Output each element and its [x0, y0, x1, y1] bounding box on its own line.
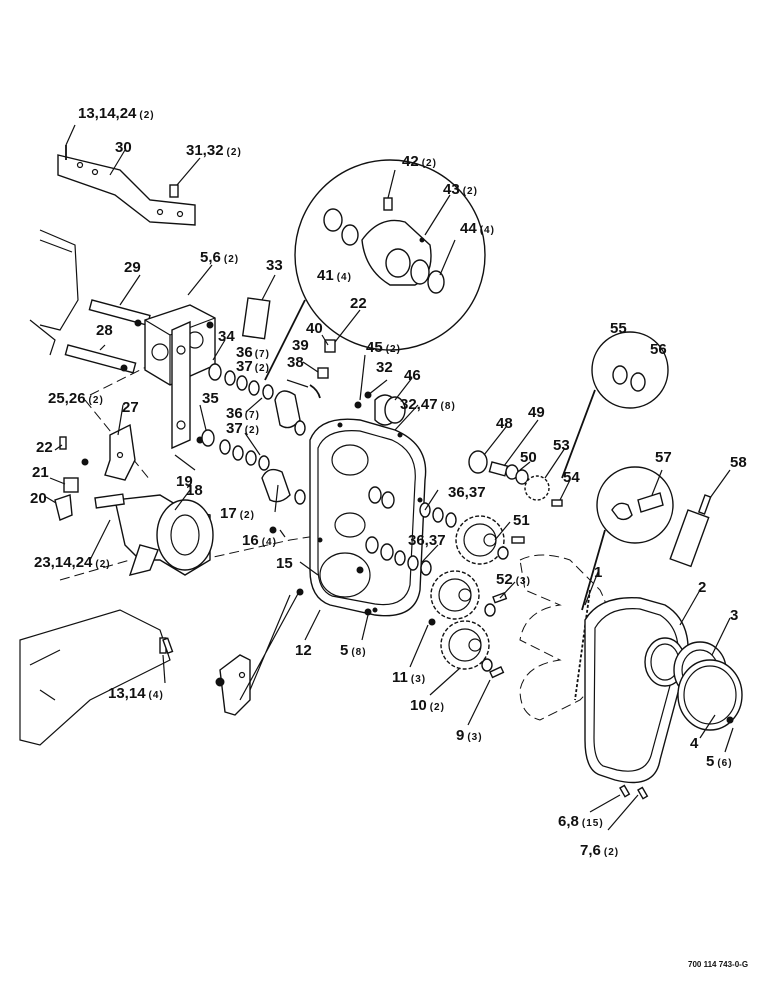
callout-7-6: 7,6(2) [580, 842, 619, 859]
drawing-number: 700 114 743-0-G [688, 960, 748, 969]
callout-55: 55 [610, 320, 627, 337]
callout-44: 44(4) [460, 220, 495, 237]
callout-18: 18 [186, 482, 203, 499]
callout-25-26: 25,26(2) [48, 390, 104, 407]
washer-stack-lower [201, 429, 306, 505]
callout-22-top: 22 [350, 295, 367, 312]
cover-2 [584, 596, 689, 784]
callout-23-14-24: 23,14,24(2) [34, 554, 111, 571]
bearing-3 [673, 641, 743, 731]
sprocket-53-group [468, 450, 563, 507]
chain-path [519, 554, 612, 721]
callout-15: 15 [276, 555, 293, 572]
callout-22-left: 22 [36, 439, 53, 456]
callout-53: 53 [553, 437, 570, 454]
sprocket-case-15 [309, 418, 427, 617]
callout-43: 43(2) [443, 181, 478, 198]
callout-17: 17(2) [220, 505, 255, 522]
callout-32: 32 [376, 359, 393, 376]
detail-circle-bearing [264, 159, 486, 381]
callout-45: 45(2) [366, 339, 401, 356]
callout-37-lower: 37(2) [226, 420, 260, 437]
callout-4: 4 [690, 735, 699, 752]
callout-13-14: 13,14(4) [108, 685, 164, 702]
bearing-housing [144, 297, 271, 450]
callout-27: 27 [122, 399, 139, 416]
shafts [64, 299, 151, 374]
washer-stack-upper [208, 363, 306, 436]
bracket-30 [57, 145, 196, 226]
bearing-45-46 [354, 391, 406, 426]
callout-2: 2 [698, 579, 706, 596]
callout-16: 16(4) [242, 532, 277, 549]
callout-49: 49 [528, 404, 545, 421]
callout-36-37-a: 36,37 [448, 484, 486, 501]
callout-38: 38 [287, 354, 304, 371]
callout-36-upper: 36(7) [236, 344, 270, 361]
callout-labels: 13,14,24(2) 30 31,32(2) 42(2) 43(2) 44(4… [30, 105, 748, 969]
callout-48: 48 [496, 415, 513, 432]
callout-28: 28 [96, 322, 113, 339]
callout-29: 29 [124, 259, 141, 276]
callout-56: 56 [650, 341, 667, 358]
detail-circle-57 [581, 466, 674, 611]
drawing-artwork [19, 124, 743, 831]
callout-5-6b: 5(6) [706, 753, 733, 770]
callout-32-47: 32,47(8) [400, 396, 456, 413]
callout-1: 1 [594, 564, 602, 581]
callout-39: 39 [292, 337, 309, 354]
callout-40: 40 [306, 320, 323, 337]
misc-bolts [162, 526, 364, 655]
callout-11: 11(3) [392, 669, 426, 686]
callout-46: 46 [404, 367, 421, 384]
callout-20: 20 [30, 490, 47, 507]
lower-linkage [159, 589, 301, 716]
callout-57: 57 [655, 449, 672, 466]
fittings-38-40 [309, 339, 336, 399]
callout-34: 34 [218, 328, 235, 345]
callout-31-32: 31,32(2) [186, 142, 242, 159]
callout-13-14-24: 13,14,24(2) [78, 105, 155, 122]
callout-30: 30 [115, 139, 132, 156]
callout-35: 35 [202, 390, 219, 407]
callout-50: 50 [520, 449, 537, 466]
callout-5-6: 5,6(2) [200, 249, 239, 266]
callout-52: 52(3) [496, 571, 531, 588]
callout-10: 10(2) [410, 697, 445, 714]
callout-19: 19 [176, 473, 193, 490]
gearbox-18 [94, 493, 214, 576]
callout-51: 51 [513, 512, 530, 529]
callout-36-37-b: 36,37 [408, 532, 446, 549]
grease-tube-58 [669, 494, 712, 568]
callout-21: 21 [32, 464, 49, 481]
leader-lines [45, 124, 734, 831]
case-washers [365, 486, 457, 576]
callout-41: 41(4) [317, 267, 352, 284]
callout-9: 9(3) [456, 727, 483, 744]
callout-42: 42(2) [402, 153, 437, 170]
callout-6-8: 6,8(15) [558, 813, 604, 830]
callout-58: 58 [730, 454, 747, 471]
callout-54: 54 [563, 469, 580, 486]
fittings-20-22 [54, 436, 89, 521]
callout-36-lower: 36(7) [226, 405, 260, 422]
chain-1 [574, 589, 591, 701]
bracket-27 [104, 423, 136, 481]
callout-37-upper: 37(2) [236, 358, 270, 375]
sprockets-51 [430, 515, 525, 679]
detail-circle-55-56 [561, 331, 669, 479]
callout-12: 12 [295, 642, 312, 659]
callout-33: 33 [266, 257, 283, 274]
callout-5-8: 5(8) [340, 642, 367, 659]
callout-3: 3 [730, 607, 738, 624]
